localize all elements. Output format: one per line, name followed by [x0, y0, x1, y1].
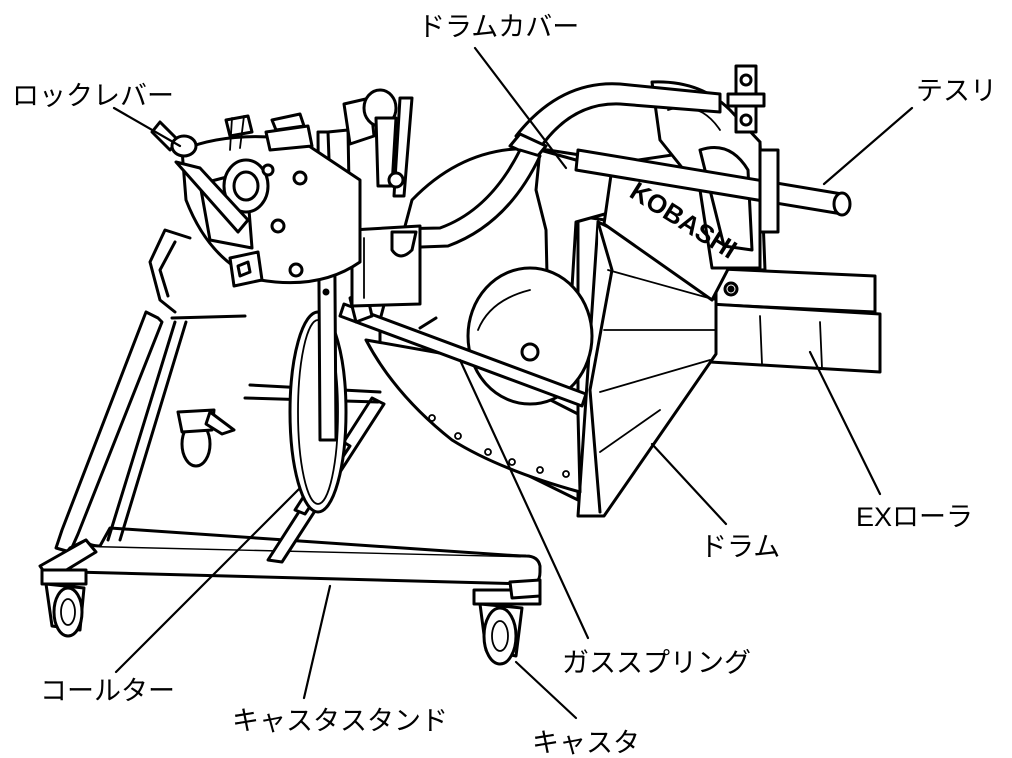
label-lock-lever: ロックレバー	[12, 81, 174, 111]
caster-wheels	[40, 408, 542, 666]
leader-lock-lever	[112, 106, 182, 148]
leader-caster-stand	[302, 584, 332, 700]
label-handrail: テスリ	[916, 76, 997, 106]
leader-drum	[650, 442, 728, 526]
label-caster-stand: キャスタスタンド	[232, 706, 448, 736]
label-ex-roller: EXローラ	[856, 502, 973, 532]
leader-handrail	[822, 106, 914, 186]
leader-drum-cover	[473, 46, 568, 170]
label-caster: キャスタ	[532, 728, 640, 758]
leader-caster	[514, 660, 578, 720]
leader-coulter	[114, 486, 302, 674]
gearbox	[150, 88, 414, 288]
leader-gas-spring	[458, 358, 590, 640]
ex-roller	[698, 266, 882, 374]
label-coulter: コールター	[40, 676, 175, 706]
handrail	[508, 64, 852, 234]
labels: ロックレバー ドラムカバー テスリ EXローラ ドラム ガススプリング コールタ…	[12, 12, 997, 758]
label-gas-spring: ガススプリング	[562, 648, 751, 678]
leader-lines	[112, 46, 914, 720]
label-drum-cover: ドラムカバー	[418, 12, 579, 42]
label-drum: ドラム	[700, 532, 780, 562]
leader-ex-roller	[808, 350, 882, 496]
